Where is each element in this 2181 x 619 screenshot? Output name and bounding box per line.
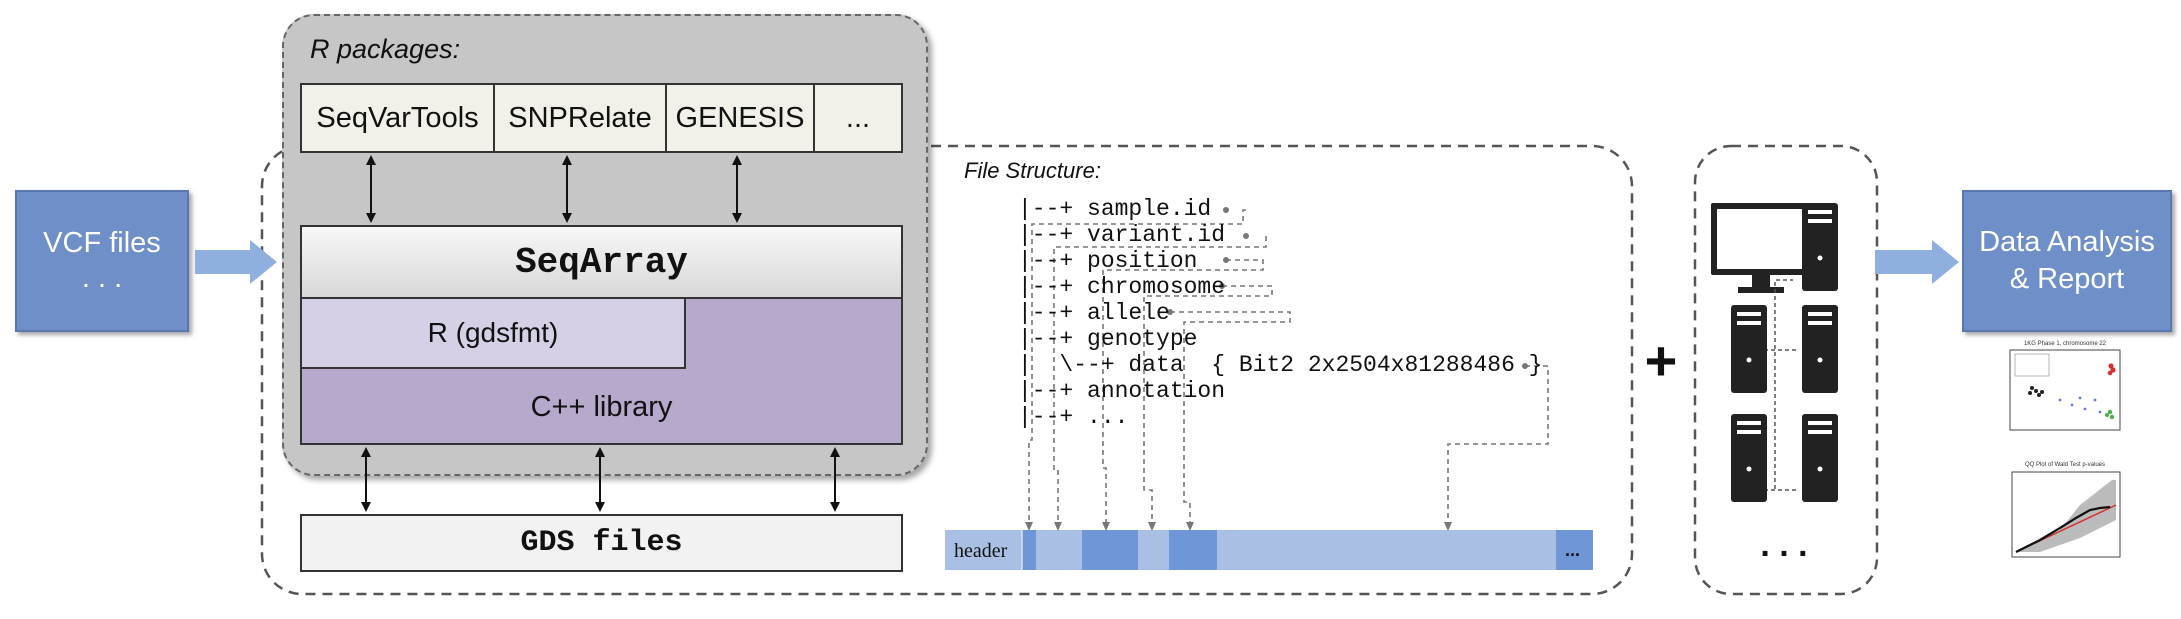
package-genesis: GENESIS xyxy=(667,85,815,151)
tree-line-position: |--+ position xyxy=(1018,248,1198,274)
bar-more-segment xyxy=(1556,530,1593,570)
file-structure-title: File Structure: xyxy=(964,158,1101,183)
tree-line-data: | \--+ data { Bit2 2x2504x81288486 } xyxy=(1018,352,1543,378)
output-arrow xyxy=(1875,240,1959,284)
gdsfmt-layer: R (gdsfmt) xyxy=(300,297,686,369)
server-icon xyxy=(1731,414,1767,502)
seqarray-layer: SeqArray xyxy=(300,225,903,297)
file-layout-bar xyxy=(945,530,1593,570)
r-packages-title: R packages: xyxy=(310,34,461,64)
system-boundary xyxy=(260,144,1634,596)
vcf-files-ellipsis: . . . xyxy=(81,262,123,294)
gds-files-box: GDS files xyxy=(300,514,903,572)
qq-plot-title: QQ Plot of Wald Test p-values xyxy=(2025,462,2105,468)
vcf-files-label: VCF files xyxy=(43,227,161,259)
library-gds-arrows xyxy=(361,447,840,512)
data-analysis-label-1: Data Analysis xyxy=(1979,226,2155,258)
package-snprelate: SNPRelate xyxy=(495,85,667,151)
data-analysis-box: Data Analysis & Report xyxy=(1962,190,2172,332)
bar-allele-segment xyxy=(1169,530,1217,570)
file-structure-tree: |--+ sample.id |--+ variant.id |--+ posi… xyxy=(1018,196,1578,436)
vcf-files-box: VCF files . . . xyxy=(15,190,189,332)
pca-plot-thumbnail: 1KG Phase 1, chromosome 22 xyxy=(2009,341,2121,431)
structure-connectors xyxy=(1025,209,1549,531)
cluster-ellipsis: . . . xyxy=(1760,526,1807,564)
vcf-input-arrow xyxy=(195,240,277,284)
tree-line-variant-id: |--+ variant.id xyxy=(1018,222,1226,248)
plus-sign: + xyxy=(1645,329,1678,392)
server-icon xyxy=(1802,305,1838,393)
cluster-boundary xyxy=(1693,144,1879,596)
tree-line-more: |--+ ... xyxy=(1018,404,1129,430)
bar-more-label: ... xyxy=(1565,540,1581,560)
tree-line-genotype: |--+ genotype xyxy=(1018,326,1198,352)
bar-sample-id-segment xyxy=(1022,530,1036,570)
tree-line-allele: |--+ allele xyxy=(1018,300,1170,326)
package-seqarray-arrows xyxy=(366,155,742,223)
bar-header-segment xyxy=(945,530,1022,570)
pca-plot-title: 1KG Phase 1, chromosome 22 xyxy=(2024,341,2107,347)
tree-line-annotation: |--+ annotation xyxy=(1018,378,1226,404)
cpp-library-label: C++ library xyxy=(530,390,673,423)
data-analysis-label-2: & Report xyxy=(2009,263,2125,295)
tree-line-sample-id: |--+ sample.id xyxy=(1018,196,1212,222)
cluster-network xyxy=(1764,279,1798,491)
qq-plot-thumbnail: QQ Plot of Wald Test p-values xyxy=(2011,462,2121,558)
server-icon xyxy=(1802,414,1838,502)
bar-position-segment xyxy=(1082,530,1138,570)
connector-dots xyxy=(1167,207,1528,369)
server-icon xyxy=(1731,305,1767,393)
server-icon xyxy=(1802,203,1838,291)
monitor-icon xyxy=(1711,203,1812,293)
bar-header-label: header xyxy=(954,540,1008,562)
tree-line-chromosome: |--+ chromosome xyxy=(1018,274,1226,300)
package-seqvartools: SeqVarTools xyxy=(302,85,495,151)
package-row: SeqVarTools SNPRelate GENESIS ... xyxy=(300,83,903,153)
package-more: ... xyxy=(815,85,901,151)
